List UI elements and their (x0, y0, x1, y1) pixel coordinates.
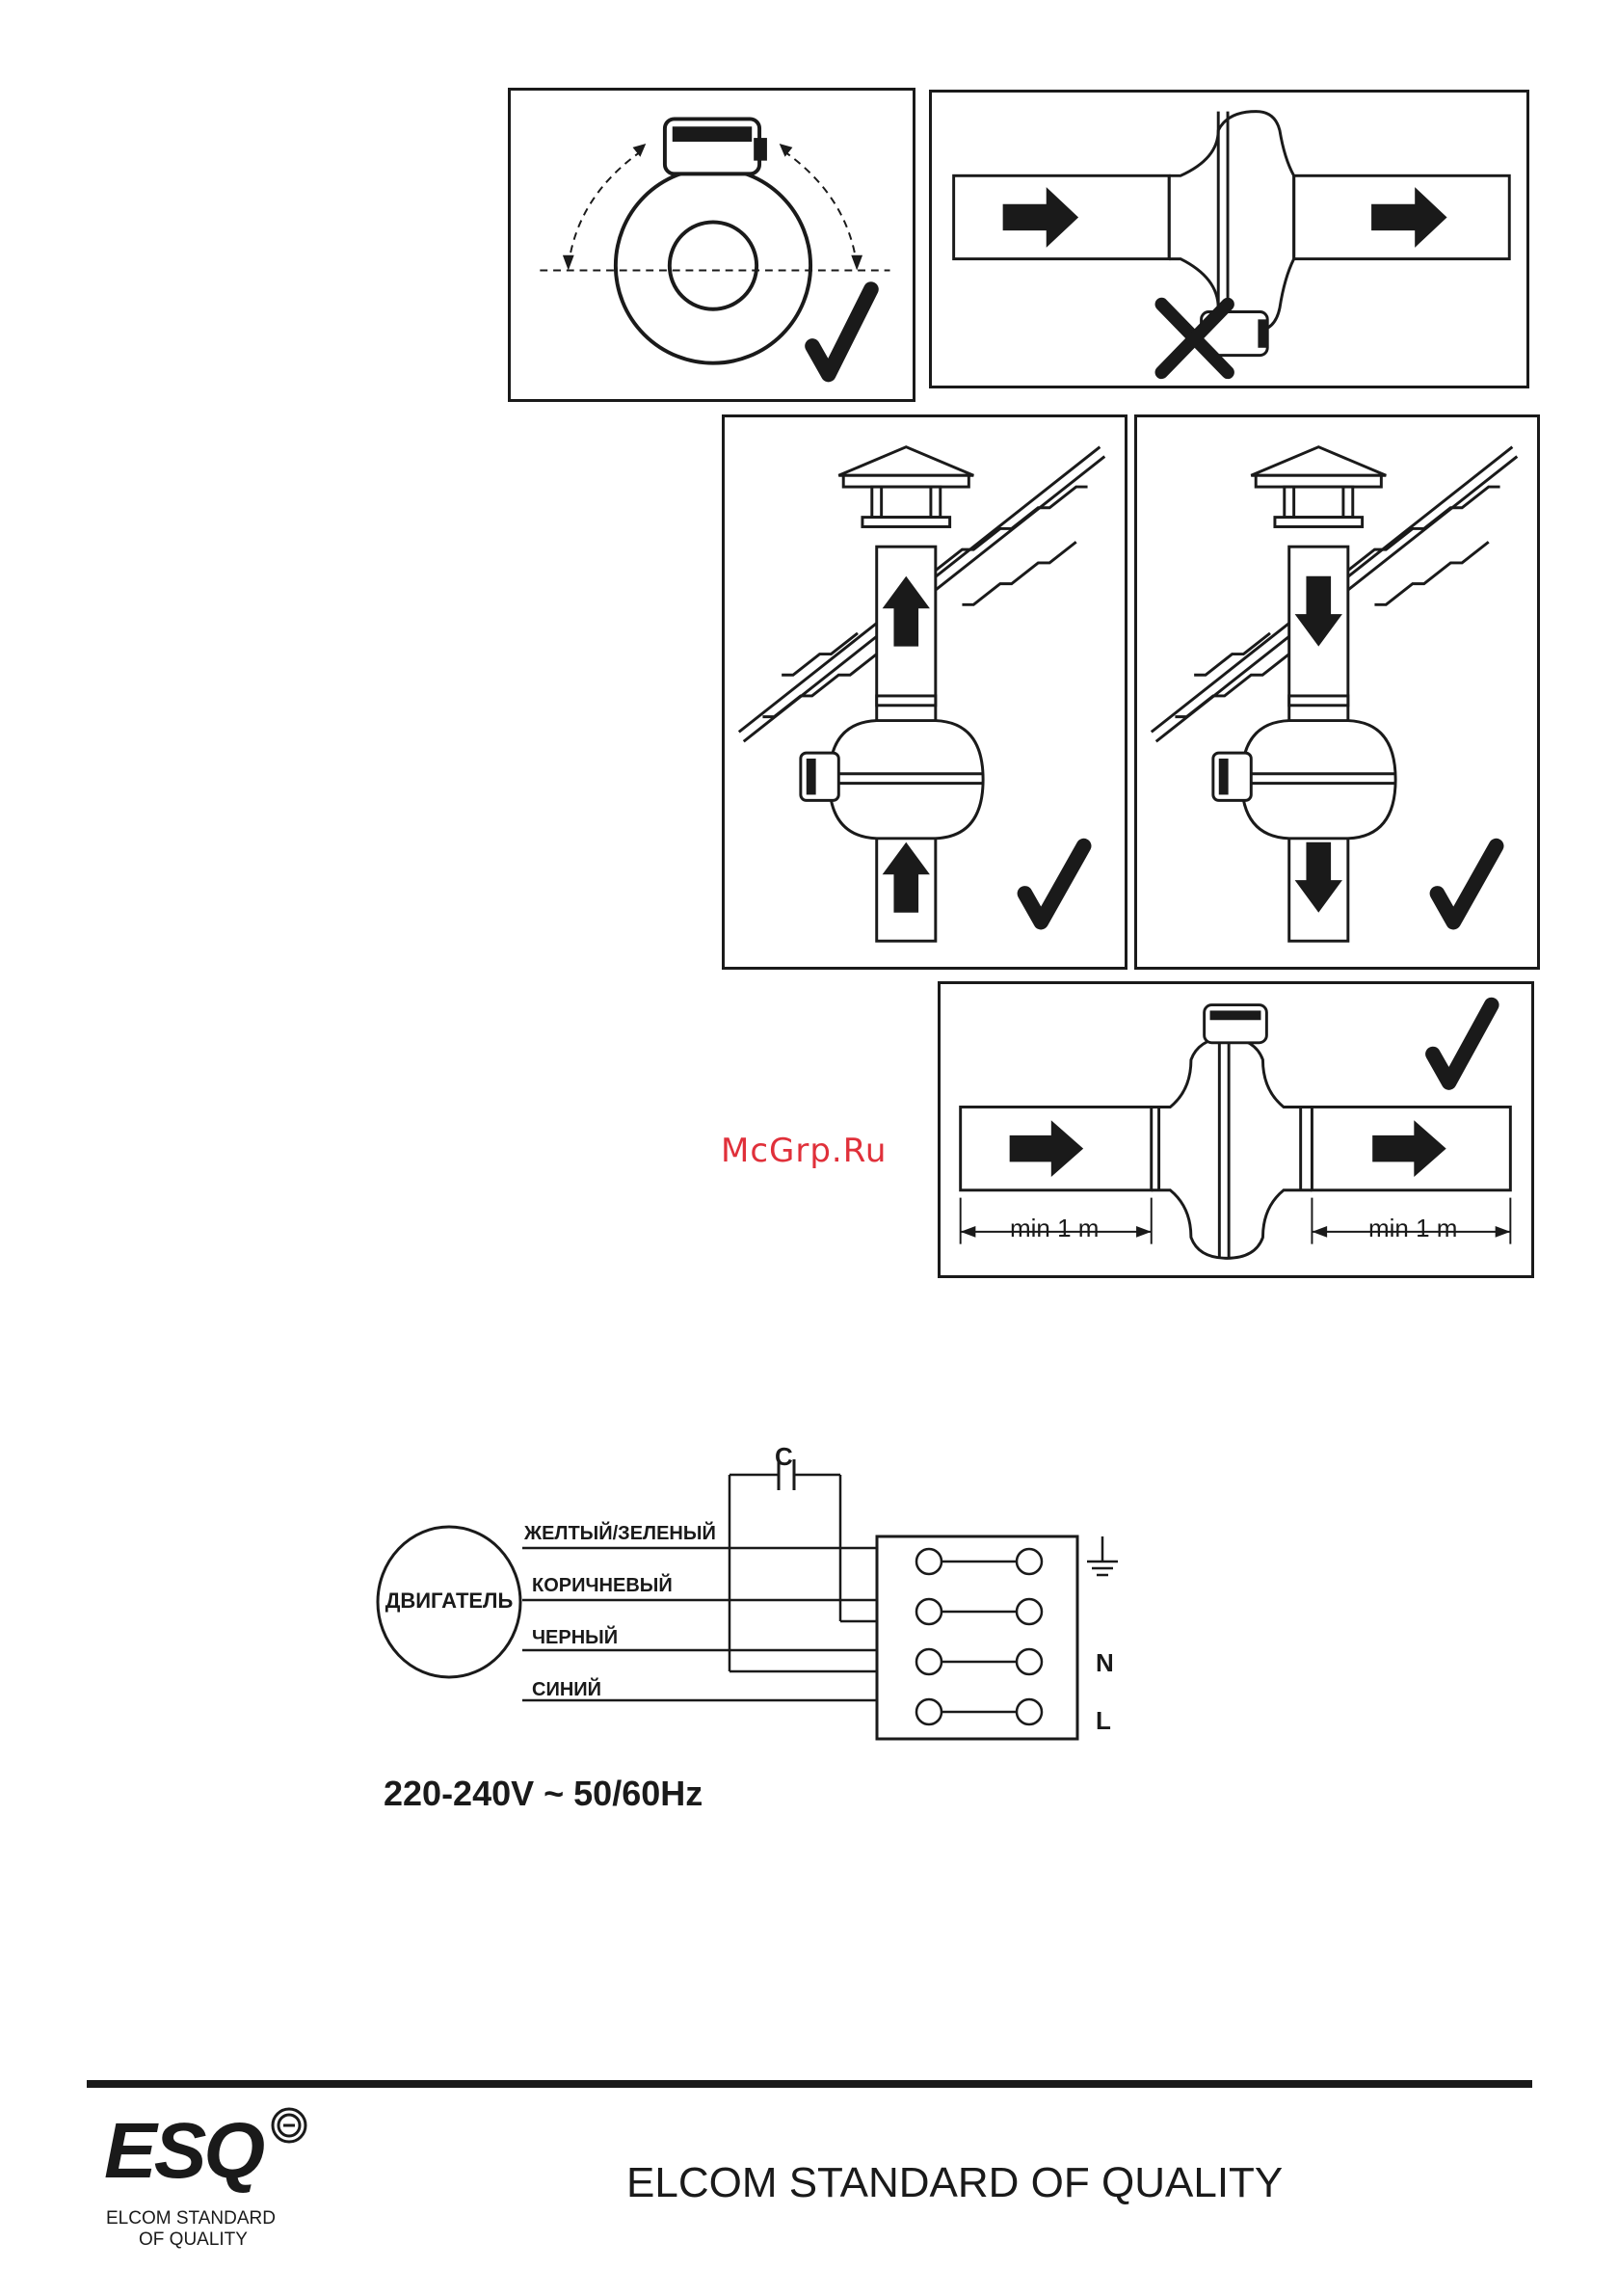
dimension-label-right: min 1 m (1368, 1214, 1457, 1243)
capacitor-label: C (775, 1442, 793, 1472)
terminal-box-icon (801, 753, 838, 800)
panel-roof-downflow (1134, 414, 1540, 970)
duct-box-bottom-illustration (932, 93, 1526, 386)
terminal-box-icon (665, 119, 767, 174)
checkmark-icon (1437, 846, 1496, 922)
terminal-screws (916, 1549, 1042, 1724)
esq-logo: ESQ ELCOM STANDARD OF QUALITY (87, 2106, 337, 2260)
logo-emblem-icon (270, 2106, 308, 2145)
logo-wordmark: ESQ (104, 2106, 262, 2197)
terminal-box-icon (1205, 1005, 1267, 1043)
wire-label-blue: СИНИЙ (532, 1679, 601, 1701)
wire-label-brown: КОРИЧНЕВЫЙ (532, 1575, 673, 1597)
footer-title: ELCOM STANDARD OF QUALITY (626, 2159, 1283, 2207)
panel-box-bottom-wrong (929, 90, 1529, 388)
power-spec: 220-240V ~ 50/60Hz (384, 1774, 703, 1814)
roof-downflow-illustration (1137, 417, 1537, 967)
panel-box-rotation (508, 88, 915, 402)
checkmark-icon (1433, 1005, 1492, 1082)
roof-upflow-illustration (725, 417, 1125, 967)
wire-label-yellow-green: ЖЕЛТЫЙ/ЗЕЛЕНЫЙ (524, 1523, 716, 1545)
rotation-illustration (511, 91, 913, 399)
logo-subtitle-line2: OF QUALITY (139, 2229, 248, 2251)
logo-subtitle-line1: ELCOM STANDARD (106, 2208, 276, 2229)
watermark: McGrp.Ru (721, 1132, 887, 1170)
checkmark-icon (1024, 846, 1083, 922)
terminal-block (877, 1536, 1077, 1739)
terminal-box-icon (1213, 753, 1251, 800)
dimension-label-left: min 1 m (1010, 1214, 1099, 1243)
terminal-label-n: N (1096, 1648, 1114, 1678)
checkmark-icon (812, 289, 871, 374)
panel-roof-upflow (722, 414, 1127, 970)
ground-icon (1087, 1536, 1118, 1575)
panel-straight-run: min 1 m min 1 m (938, 981, 1534, 1278)
motor-label: ДВИГАТЕЛЬ (378, 1589, 520, 1614)
terminal-label-l: L (1096, 1706, 1111, 1736)
wire-label-black: ЧЕРНЫЙ (532, 1627, 618, 1649)
